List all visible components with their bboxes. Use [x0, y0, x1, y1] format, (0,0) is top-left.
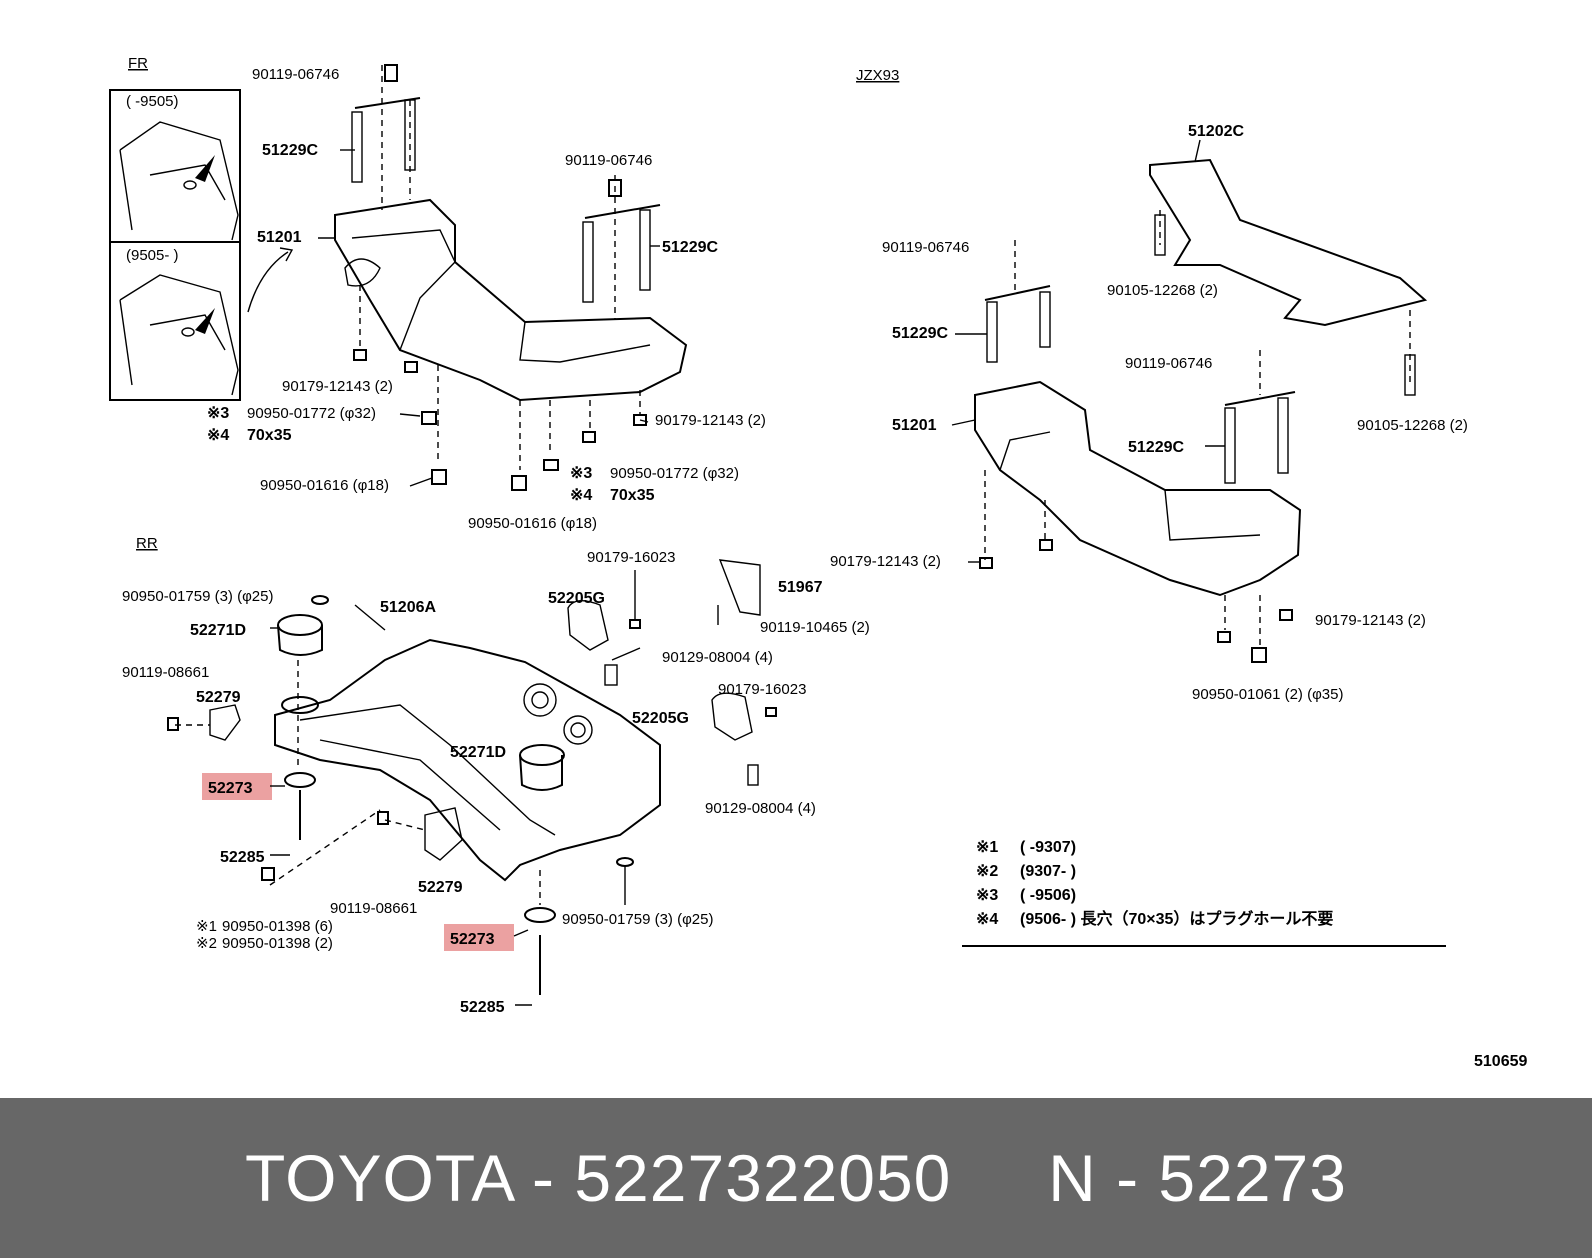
- front-member-label: 51201: [257, 229, 302, 246]
- rear-note-2: ※2: [196, 935, 217, 952]
- rear-member-label: 51206A: [380, 599, 436, 616]
- illustration-number: 510659: [1474, 1053, 1527, 1070]
- rear-bolt-c: 90129-08004 (4): [705, 800, 816, 817]
- front-plug-2: 90950-01772 (φ32): [610, 465, 739, 482]
- front-nut-right: 90179-12143 (2): [655, 412, 766, 429]
- front-inset: ( -9505) (9505- ): [109, 89, 294, 401]
- front-nut-left: 90179-12143 (2): [282, 378, 393, 395]
- note-text-1: ( -9307): [1020, 839, 1076, 856]
- front-hole-1: 70x35: [247, 427, 292, 444]
- jzx-stud-1: 51229C: [892, 325, 948, 342]
- inset-label-bottom: (9505- ): [126, 247, 179, 264]
- front-stud-2: 51229C: [662, 239, 718, 256]
- front-plug-1: 90950-01772 (φ32): [247, 405, 376, 422]
- front-note-b-2: ※4: [570, 487, 592, 504]
- jzx-bolt-brace-1: 90105-12268 (2): [1107, 282, 1218, 299]
- jzx-nut-left: 90179-12143 (2): [830, 553, 941, 570]
- jzx-nut-right: 90179-12143 (2): [1315, 612, 1426, 629]
- jzx93-brace: [1149, 158, 1428, 396]
- part-footer-bar: TOYOTA - 5227322050 N - 52273: [0, 1098, 1592, 1258]
- front-bolt-top-2: 90119-06746: [565, 152, 652, 169]
- note-mark-4: ※4: [976, 911, 998, 928]
- brand-name: TOYOTA: [245, 1141, 513, 1215]
- inset-label-top: ( -9505): [126, 93, 179, 110]
- rear-stopper-mid: 52271D: [450, 744, 506, 761]
- front-bolt-top-1: 90119-06746: [252, 66, 339, 83]
- front-hole-2: 70x35: [610, 487, 655, 504]
- rear-bracket-bush-b: 52205G: [632, 710, 689, 727]
- rear-note-1: ※1: [196, 918, 217, 935]
- parts-diagram: FR ( -9505) (9505- ): [109, 55, 1527, 1070]
- jzx-bolt-top-2: 90119-06746: [1125, 355, 1212, 372]
- jzx-bolt-brace-2: 90105-12268 (2): [1357, 417, 1468, 434]
- jzx-brace-label: 51202C: [1188, 123, 1244, 140]
- note-mark-1: ※1: [976, 839, 998, 856]
- front-note-a-2: ※3: [570, 465, 592, 482]
- front-stud-1: 51229C: [262, 142, 318, 159]
- ref-prefix: N: [1048, 1141, 1097, 1215]
- jzx-plug: 90950-01061 (2) (φ35): [1192, 686, 1344, 703]
- highlight-cushion-left: [202, 773, 272, 800]
- rear-bracket-mid: 52279: [418, 879, 463, 896]
- note-mark-3: ※3: [976, 887, 998, 904]
- part-footer-text: TOYOTA - 5227322050 N - 52273: [245, 1141, 1347, 1215]
- ref-number: 52273: [1158, 1141, 1347, 1215]
- highlight-cushion-right: [444, 924, 514, 951]
- rear-bracket-bush-a: 52205G: [548, 590, 605, 607]
- note-text-3: ( -9506): [1020, 887, 1076, 904]
- section-label-rear: RR: [136, 535, 158, 552]
- front-suspension-member: [334, 64, 688, 491]
- note-text-4: (9506- ) 長穴（70×35）はプラグホール不要: [1020, 909, 1333, 928]
- front-plug-small-1: 90950-01616 (φ18): [260, 477, 389, 494]
- rear-cushion-right: 52273: [450, 931, 495, 948]
- rear-suspension-member: [167, 559, 777, 995]
- rear-bolt-bottom-left: 52285: [220, 849, 265, 866]
- rear-cushion-left: 52273: [208, 780, 253, 797]
- leader-lines: [270, 139, 1225, 1006]
- section-label-front: FR: [128, 55, 148, 72]
- front-note-b-1: ※4: [207, 427, 229, 444]
- rear-plug-top: 90950-01759 (3) (φ25): [122, 588, 274, 605]
- jzx-stud-2: 51229C: [1128, 439, 1184, 456]
- rear-bolt-b: 90129-08004 (4): [662, 649, 773, 666]
- note-text-2: (9307- ): [1020, 863, 1076, 880]
- rear-nut-a: 90179-16023: [587, 549, 675, 566]
- front-note-a-1: ※3: [207, 405, 229, 422]
- front-plug-small-2: 90950-01616 (φ18): [468, 515, 597, 532]
- rear-bolt-left: 90119-08661: [122, 664, 209, 681]
- note-mark-2: ※2: [976, 863, 998, 880]
- rear-bolt-bottom-right: 52285: [460, 999, 505, 1016]
- rear-plug-note1: 90950-01398 (6): [222, 918, 333, 935]
- notes-legend: ※1 ( -9307) ※2 (9307- ) ※3 ( -9506) ※4 (…: [962, 839, 1446, 947]
- rear-stopper-top: 52271D: [190, 622, 246, 639]
- jzx-member-label: 51201: [892, 417, 937, 434]
- jzx-bolt-top-1: 90119-06746: [882, 239, 969, 256]
- rear-nut-b: 90179-16023: [718, 681, 806, 698]
- rear-plug-note2: 90950-01398 (2): [222, 935, 333, 952]
- rear-bolt-a: 90119-10465 (2): [760, 619, 870, 636]
- rear-plug-bottom: 90950-01759 (3) (φ25): [562, 911, 714, 928]
- part-number: 5227322050: [574, 1141, 952, 1215]
- rear-bracket: 51967: [778, 579, 823, 596]
- rear-bolt-mid: 90119-08661: [330, 900, 417, 917]
- rear-bracket-left: 52279: [196, 689, 241, 706]
- section-label-model: JZX93: [856, 67, 899, 84]
